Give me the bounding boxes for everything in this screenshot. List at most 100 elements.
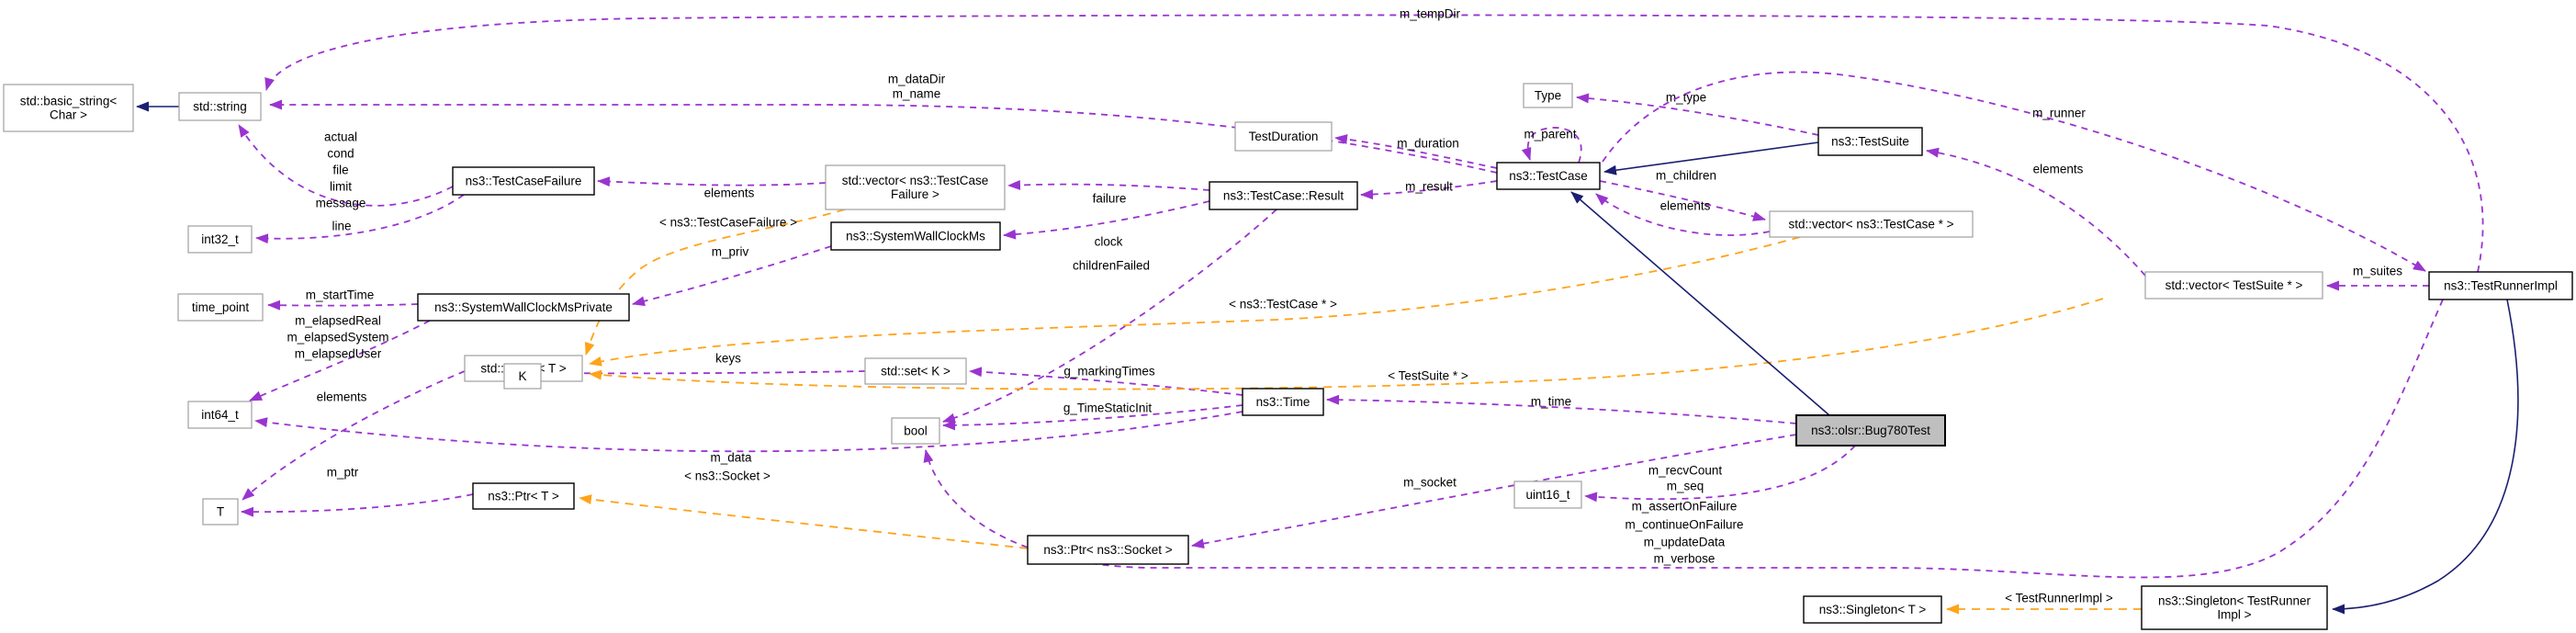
edge-m-data: m_data (254, 411, 1243, 465)
node-box-vector-test-case-ptr (1769, 210, 1974, 238)
edge-path-inst-testcase-ptr (589, 236, 1801, 367)
edge-line: line (255, 194, 465, 244)
edge-label: m_updateData (1644, 536, 1726, 549)
edge-label: elements (1660, 199, 1711, 213)
edge-label: < ns3::TestCase * > (1229, 298, 1337, 311)
edge-path-m-result (1360, 180, 1498, 200)
node-label: K (518, 369, 526, 383)
node-type: Type (1523, 83, 1573, 108)
edge-label: m_data (710, 451, 752, 465)
node-box-uint16-t (1513, 480, 1582, 509)
node-ptr-t[interactable]: ns3::Ptr< T > (472, 482, 575, 510)
edge-path-m-socket (1191, 434, 1797, 549)
node-test-duration: TestDuration (1234, 121, 1333, 152)
edge-label: m_verbose (1654, 552, 1715, 566)
node-label: std::vector< ns3::TestCase * > (1788, 218, 1953, 232)
node-singleton-t[interactable]: ns3::Singleton< T > (1803, 595, 1942, 624)
edge-path-m-time (1326, 394, 1797, 424)
edge-label: actual (324, 130, 357, 144)
node-box-singleton-test-runner-impl[interactable] (2141, 585, 2328, 630)
edge-path-m-ptr (241, 493, 474, 517)
node-label: Char > (50, 108, 87, 122)
edge-path-runner-bools (923, 299, 2444, 579)
edge-path-m-recvcount-m-seq (1584, 445, 1856, 503)
edge-label: keys (715, 352, 741, 366)
edge-path-m-elapsed (249, 320, 431, 401)
node-singleton-test-runner-impl[interactable]: ns3::Singleton< TestRunnerImpl > (2141, 585, 2328, 630)
node-label: ns3::TestCase::Result (1223, 189, 1344, 203)
edge-label: < TestRunnerImpl > (2005, 592, 2113, 605)
edge-label: m_children (1656, 169, 1716, 183)
node-box-test-suite[interactable] (1817, 127, 1923, 156)
edge-path-m-duration (1334, 134, 1498, 169)
node-test-runner-impl[interactable]: ns3::TestRunnerImpl (2428, 271, 2573, 300)
node-label: std::set< K > (881, 365, 951, 379)
node-label: int32_t (201, 232, 239, 246)
edge-path-keys (544, 367, 866, 379)
edge-label: elements (317, 390, 367, 404)
node-ptr-socket[interactable]: ns3::Ptr< ns3::Socket > (1027, 535, 1189, 565)
node-label: std::string (193, 100, 247, 114)
edge-path-m-starttime (267, 300, 419, 311)
node-box-test-case-failure[interactable] (452, 166, 595, 196)
edge-path-elements-tcf (597, 176, 827, 187)
edge-inst-socket: < ns3::Socket > (579, 469, 1029, 549)
edge-label: m_continueOnFailure (1625, 518, 1743, 532)
node-box-bug780-test (1795, 414, 1946, 446)
node-label: ns3::Time (1256, 395, 1310, 409)
edge-label: line (332, 220, 351, 233)
edge-label: m_socket (1403, 476, 1457, 490)
edge-m-socket: m_socket (1191, 434, 1797, 549)
node-box-vector-test-case-failure (825, 164, 1006, 210)
node-box-test-case-result[interactable] (1209, 181, 1358, 210)
node-box-bool (891, 417, 940, 445)
node-box-ptr-t[interactable] (472, 482, 575, 510)
node-label: T (217, 505, 224, 519)
node-label: int64_t (201, 408, 239, 422)
node-box-test-case[interactable] (1496, 162, 1601, 190)
node-test-case-failure[interactable]: ns3::TestCaseFailure (452, 166, 595, 196)
node-box-time[interactable] (1242, 388, 1324, 416)
edge-label: m_elapsedUser (295, 347, 382, 361)
node-label: ns3::olsr::Bug780Test (1811, 424, 1930, 437)
edge-keys: keys (544, 352, 866, 379)
node-box-system-wall-clock-ms[interactable] (830, 221, 1001, 251)
edge-runner-bools: m_assertOnFailurem_continueOnFailurem_up… (923, 299, 2444, 579)
node-box-system-wall-clock-ms-private[interactable] (417, 293, 630, 322)
node-vector-test-case-ptr: std::vector< ns3::TestCase * > (1769, 210, 1974, 238)
edge-m-ptr: m_ptr (241, 466, 474, 517)
node-label: ns3::TestCase (1509, 169, 1588, 183)
edge-inst-testcasefailure: < ns3::TestCaseFailure > (584, 209, 846, 356)
node-test-case-result[interactable]: ns3::TestCase::Result (1209, 181, 1358, 210)
node-label: ns3::Ptr< ns3::Socket > (1043, 543, 1172, 557)
node-system-wall-clock-ms[interactable]: ns3::SystemWallClockMs (830, 221, 1001, 251)
node-box-ptr-socket[interactable] (1027, 535, 1189, 565)
edge-path-m-type (1576, 93, 1819, 136)
edge-label: m_elapsedReal (295, 314, 381, 328)
edge-path-childrenfailed (942, 209, 1277, 424)
node-label: std::basic_string< (20, 95, 118, 108)
edge-m-duration: m_duration (1334, 134, 1498, 169)
node-system-wall-clock-ms-private[interactable]: ns3::SystemWallClockMsPrivate (417, 293, 630, 322)
edge-label: m_dataDir (888, 73, 946, 86)
edge-g-markingtimes: g_markingTimes (969, 365, 1243, 396)
node-test-case[interactable]: ns3::TestCase (1496, 162, 1601, 190)
edge-m-type: m_type (1576, 91, 1819, 136)
edge-label: message (316, 197, 366, 210)
edge-inst-testcase-ptr: < ns3::TestCase * > (589, 236, 1801, 367)
edge-label: < ns3::Socket > (684, 469, 771, 483)
node-time[interactable]: ns3::Time (1242, 388, 1324, 416)
edge-inherit-testsuite-testcase (1603, 141, 1819, 175)
edge-elements-suites: elements (1926, 147, 2146, 277)
node-box-vector-test-suite-ptr (2144, 271, 2323, 300)
node-test-suite[interactable]: ns3::TestSuite (1817, 127, 1923, 156)
edge-label: elements (2033, 163, 2084, 176)
edge-path-elements-children (1595, 193, 1771, 236)
node-label: ns3::TestRunnerImpl (2444, 279, 2558, 293)
edge-label: g_markingTimes (1063, 365, 1155, 379)
node-box-singleton-t[interactable] (1803, 595, 1942, 624)
edge-label: file (332, 164, 348, 177)
edge-elements-children: elements (1595, 193, 1771, 236)
node-box-test-runner-impl[interactable] (2428, 271, 2573, 300)
